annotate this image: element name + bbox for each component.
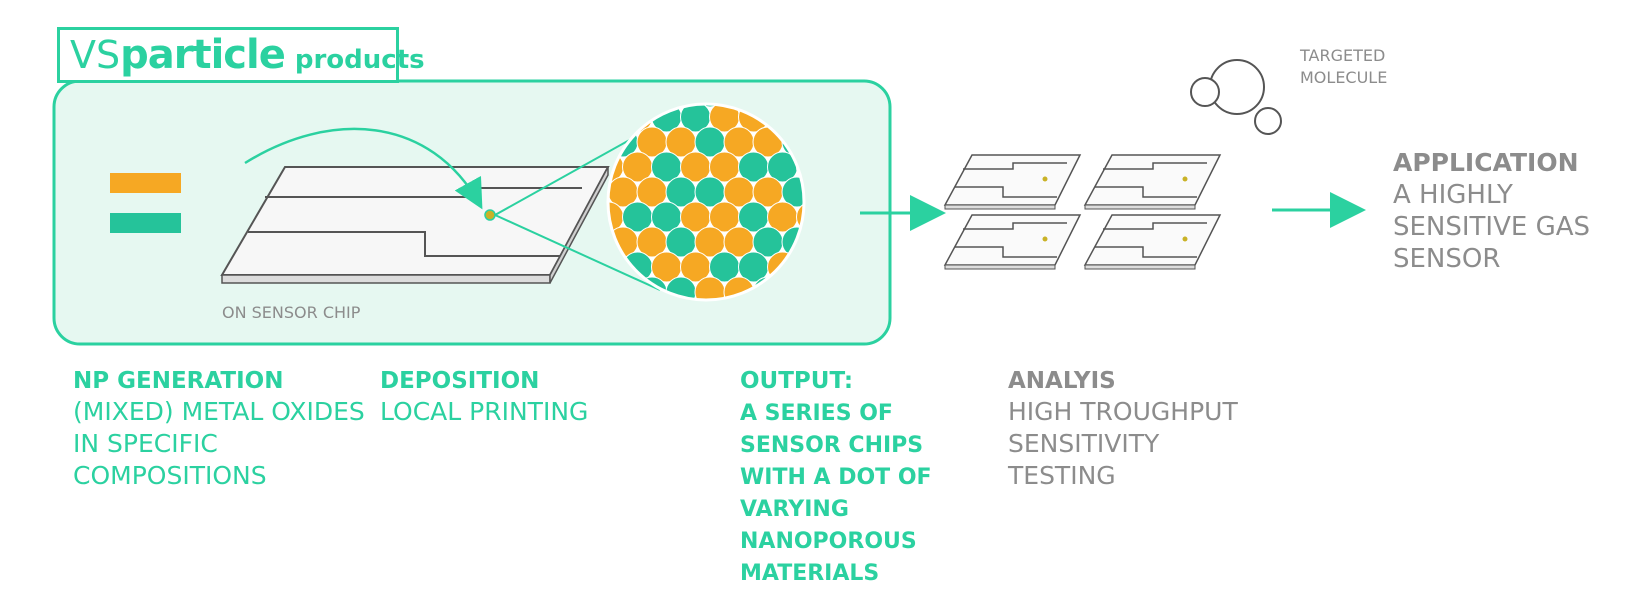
teal-particle-swatch	[110, 213, 181, 233]
mini-sensor-chip	[1083, 154, 1222, 210]
step-title: ANALYIS	[1008, 368, 1116, 394]
zoom-line-bottom	[494, 214, 661, 291]
nanoparticle	[694, 105, 726, 108]
step-body: (MIXED) METAL OXIDES IN SPECIFIC COMPOSI…	[73, 397, 365, 490]
mini-sensor-chip	[1083, 214, 1222, 270]
step-body: HIGH TROUGHPUT SENSITIVITY TESTING	[1008, 397, 1238, 490]
step-title: DEPOSITION	[380, 368, 540, 394]
nanoparticle	[781, 176, 803, 208]
orange-particle-swatch	[110, 173, 181, 193]
step-output: OUTPUT: A SERIES OF SENSOR CHIPS WITH A …	[740, 368, 980, 590]
step-title: NP GENERATION	[73, 368, 284, 394]
mini-sensor-chip	[943, 154, 1082, 210]
brand-particle: particle	[120, 32, 286, 78]
application-title: APPLICATION	[1393, 148, 1579, 177]
chip-label: ON SENSOR CHIP	[222, 303, 361, 322]
step-title: OUTPUT:	[740, 368, 854, 394]
molecule-icon	[1190, 59, 1282, 135]
sensor-chip-series	[943, 154, 1222, 270]
step-np-generation: NP GENERATION (MIXED) METAL OXIDES IN SP…	[73, 368, 373, 492]
molecule-label: TARGETED MOLECULE	[1300, 46, 1388, 87]
brand-logo: VSparticle products	[70, 32, 425, 78]
deposited-dot	[484, 209, 496, 221]
step-analysis: ANALYIS HIGH TROUGHPUT SENSITIVITY TESTI…	[1008, 368, 1268, 492]
deposition-arrow	[244, 127, 483, 210]
application-block: APPLICATION A HIGHLY SENSITIVE GAS SENSO…	[1393, 148, 1633, 275]
step-body: LOCAL PRINTING	[380, 397, 589, 426]
application-body: A HIGHLY SENSITIVE GAS SENSOR	[1393, 180, 1591, 274]
nanoparticle	[796, 201, 803, 233]
step-body: A SERIES OF SENSOR CHIPS WITH A DOT OF V…	[740, 401, 932, 586]
sensor-chip	[220, 166, 610, 284]
step-deposition: DEPOSITION LOCAL PRINTING	[380, 368, 680, 428]
brand-vs: VS	[70, 33, 121, 77]
brand-products: products	[294, 45, 425, 75]
brand-box: VSparticle products	[57, 27, 425, 83]
mini-sensor-chip	[943, 214, 1082, 270]
